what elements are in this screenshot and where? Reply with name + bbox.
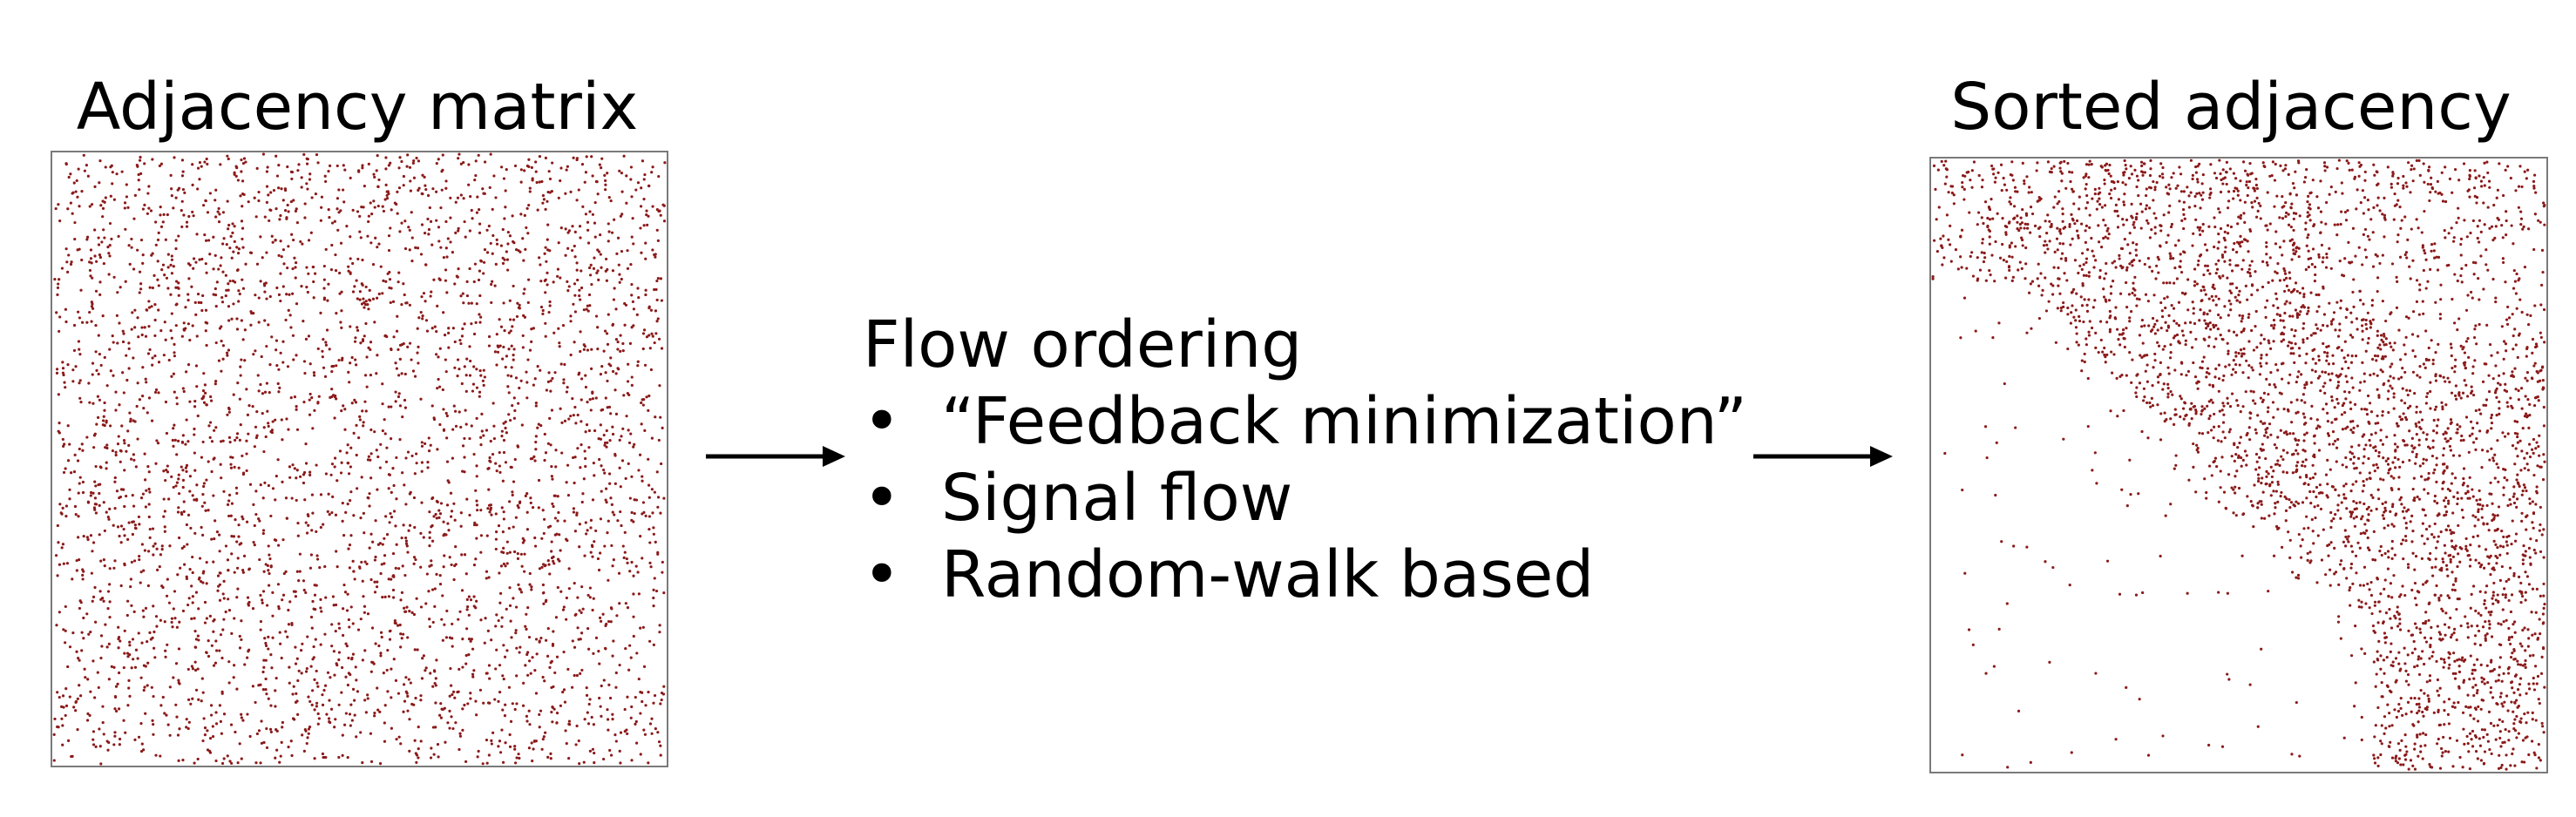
sorted-adjacency-title: Sorted adjacency (1950, 70, 2512, 145)
adjacency-matrix-title: Adjacency matrix (76, 70, 639, 145)
method-label: Signal flow (941, 461, 1293, 536)
method-item-feedback-minimization: • “Feedback minimization” (863, 383, 1747, 460)
methods-heading: Flow ordering (863, 307, 1303, 382)
method-label: Random-walk based (941, 537, 1595, 612)
adjacency-matrix-dots (52, 152, 667, 766)
flow-ordering-methods: Flow ordering • “Feedback minimization” … (863, 307, 1747, 613)
right-arrow-icon (706, 446, 845, 467)
method-label: “Feedback minimization” (941, 384, 1747, 459)
bullet: • (863, 537, 901, 612)
adjacency-matrix-plot (51, 151, 668, 767)
method-item-random-walk: • Random-walk based (863, 537, 1747, 613)
method-item-signal-flow: • Signal flow (863, 460, 1747, 537)
right-arrow-icon (1753, 446, 1893, 467)
sorted-adjacency-dots (1931, 159, 2546, 771)
bullet: • (863, 384, 901, 459)
bullet: • (863, 461, 901, 536)
sorted-adjacency-plot (1929, 157, 2548, 773)
